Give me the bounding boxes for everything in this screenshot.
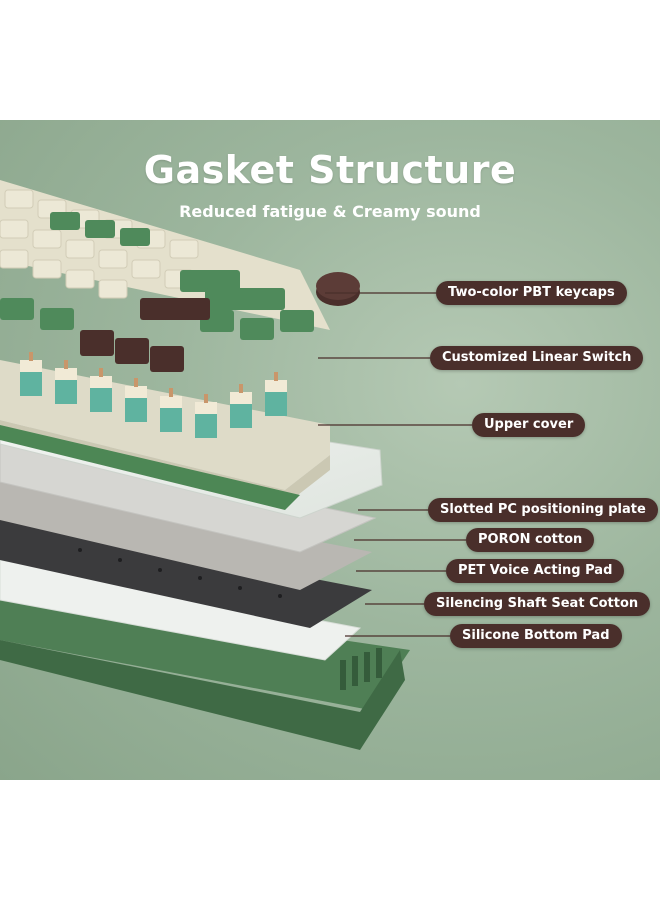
callout-poron-cotton: PORON cotton [466,528,595,552]
silencing-cotton-layer [0,518,372,628]
page-subtitle: Reduced fatigue & Creamy sound [179,202,481,221]
callout-linear-switch: Customized Linear Switch [430,346,644,370]
callout-silicone-pad: Silicone Bottom Pad [450,624,622,648]
callout-pc-plate: Slotted PC positioning plate [428,498,658,522]
poron-cotton-layer [0,441,377,553]
callout-leader-lines [318,292,472,637]
pet-pad-layer [0,480,372,590]
silicone-bottom-pad-layer [0,559,362,661]
exploded-keyboard-illustration [0,180,472,750]
callout-keycaps: Two-color PBT keycaps [436,281,627,305]
switch-row [20,352,287,438]
callout-silencing-cotton: Silencing Shaft Seat Cotton [424,592,651,616]
page-title: Gasket Structure [143,148,517,192]
callout-upper-cover: Upper cover [472,413,586,437]
keycap-cluster [0,180,360,372]
callout-pet-pad: PET Voice Acting Pad [446,559,625,583]
product-image-panel: Gasket Structure Reduced fatigue & Cream… [0,120,660,780]
bottom-case [0,590,410,750]
